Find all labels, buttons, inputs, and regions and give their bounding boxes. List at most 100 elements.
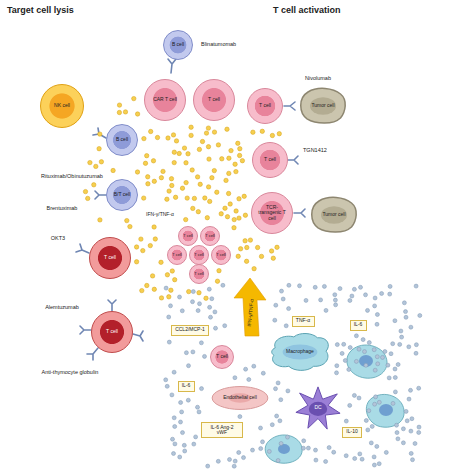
ifn-tnf-dot xyxy=(155,135,159,139)
ifn-tnf-dot xyxy=(173,195,177,199)
cytokine-dot xyxy=(165,384,169,388)
cytokine-dot xyxy=(386,363,390,367)
cytokine-dot xyxy=(372,463,376,467)
ifn-tnf-dot xyxy=(243,213,247,217)
ifn-tnf-dot xyxy=(192,196,196,200)
ifn-tnf-dot xyxy=(151,159,155,163)
cytokine-dot xyxy=(180,410,184,414)
ifn-tnf-dot xyxy=(123,110,127,114)
ifn-tnf-dot xyxy=(196,210,200,214)
cytokine-dot xyxy=(414,343,418,347)
drug-label: TGN1412 xyxy=(302,147,328,153)
cytokine-dot xyxy=(396,363,400,367)
cytokine-dot xyxy=(376,362,380,366)
cytokine-dot xyxy=(306,446,310,450)
ifn-tnf-dot xyxy=(234,169,238,173)
ifn-tnf-dot xyxy=(219,212,223,216)
cytokine-dot xyxy=(366,428,370,432)
ifn-tnf-dot xyxy=(141,248,145,252)
ifn-tnf-dot xyxy=(216,143,220,147)
cytokine-dot xyxy=(173,442,177,446)
ifn-tnf-dot xyxy=(237,197,241,201)
drug-label: Brentuximab xyxy=(46,205,79,211)
ifn-tnf-dot xyxy=(238,247,242,251)
cytokine-dot xyxy=(364,293,368,297)
ifn-tnf-dot xyxy=(172,160,176,164)
ifn-tnf-dot xyxy=(184,217,188,221)
ifn-tnf-dot xyxy=(98,218,102,222)
cell-label: DC xyxy=(314,405,321,411)
cytokine-dot xyxy=(199,341,203,345)
ifn-tnf-dot xyxy=(142,196,146,200)
ifn-tnf-dot xyxy=(184,161,188,165)
cytokine-dot xyxy=(375,444,379,448)
ifn-tnf-dot xyxy=(152,179,156,183)
ifn-tnf-dot xyxy=(180,186,184,190)
cell-circle: T cell xyxy=(178,226,198,246)
cytokine-dot xyxy=(413,442,417,446)
cytokine-dot xyxy=(327,446,331,450)
cytokine-dot xyxy=(172,452,176,456)
cell-label: T cell xyxy=(216,253,225,257)
cytokine-dot xyxy=(335,371,339,375)
ifn-tnf-dot xyxy=(140,288,144,292)
cytokine-dot xyxy=(395,431,399,435)
cytokine-dot xyxy=(395,423,399,427)
cytokine-dot xyxy=(375,355,379,359)
ifn-tnf-dot xyxy=(142,136,146,140)
cell-label: B cell xyxy=(116,137,128,143)
ifn-tnf-dot xyxy=(177,151,181,155)
ifn-tnf-dot xyxy=(242,194,246,198)
cytokine-dot xyxy=(233,459,237,463)
cytokine-dot xyxy=(210,297,214,301)
cell-label: T cell xyxy=(106,329,118,335)
cytokine-dot xyxy=(372,348,376,352)
antibody-symbols xyxy=(76,59,305,360)
ifn-tnf-dot xyxy=(269,249,273,253)
cytokine-label: CCL2/MCP-1 xyxy=(175,327,205,333)
cytokine-dot xyxy=(182,443,186,447)
cytokine-dot xyxy=(170,393,174,397)
cytokine-dot xyxy=(251,448,255,452)
cytokine-box: IL-6 Ang-2 vWF xyxy=(201,422,243,438)
cytokine-box: IL-10 xyxy=(342,427,362,438)
ifn-tnf-dot xyxy=(172,150,176,154)
cytokine-dot xyxy=(324,308,328,312)
cytokine-dot xyxy=(178,295,182,299)
cytokine-dot xyxy=(350,294,354,298)
cytokine-dot xyxy=(405,419,409,423)
cytokine-dot xyxy=(274,387,278,391)
cytokine-dot xyxy=(364,419,368,423)
ifn-tnf-dot xyxy=(159,260,163,264)
cell-label: T cell xyxy=(194,272,203,276)
ifn-tnf-dot xyxy=(205,216,209,220)
cytokine-dot xyxy=(393,390,397,394)
cytokine-dot xyxy=(417,425,421,429)
cytokine-dot xyxy=(333,293,337,297)
cytokine-dot xyxy=(384,450,388,454)
cytokine-label: TNF-α xyxy=(296,318,310,324)
cell-circle: T cell xyxy=(189,264,209,284)
cytokine-label: IL-6 Ang-2 vWF xyxy=(205,425,239,436)
ifn-tnf-dot xyxy=(161,169,165,173)
ifn-tnf-dot xyxy=(237,153,241,157)
cytokine-dot xyxy=(287,283,291,287)
cell-circle: T cell xyxy=(211,245,231,265)
cytokine-dot xyxy=(284,324,288,328)
cytokine-dot xyxy=(319,298,323,302)
cytokine-dot xyxy=(352,287,356,291)
cytokine-dot xyxy=(377,462,381,466)
cytokine-dot xyxy=(353,457,357,461)
ifn-tnf-dot xyxy=(191,206,195,210)
cell-label: B/T cell xyxy=(114,192,131,198)
ifn-tnf-dot xyxy=(132,96,136,100)
ifn-tnf-dot xyxy=(148,243,152,247)
cytokine-dot xyxy=(340,351,344,355)
ifn-tnf-dot xyxy=(169,288,173,292)
cytokine-dot xyxy=(200,387,204,391)
cytokine-dot xyxy=(417,386,421,390)
ifn-tnf-dot xyxy=(92,183,96,187)
cytokine-box: TNF-α xyxy=(292,316,315,327)
ifn-tnf-dot xyxy=(228,202,232,206)
cytokine-dot xyxy=(304,298,308,302)
